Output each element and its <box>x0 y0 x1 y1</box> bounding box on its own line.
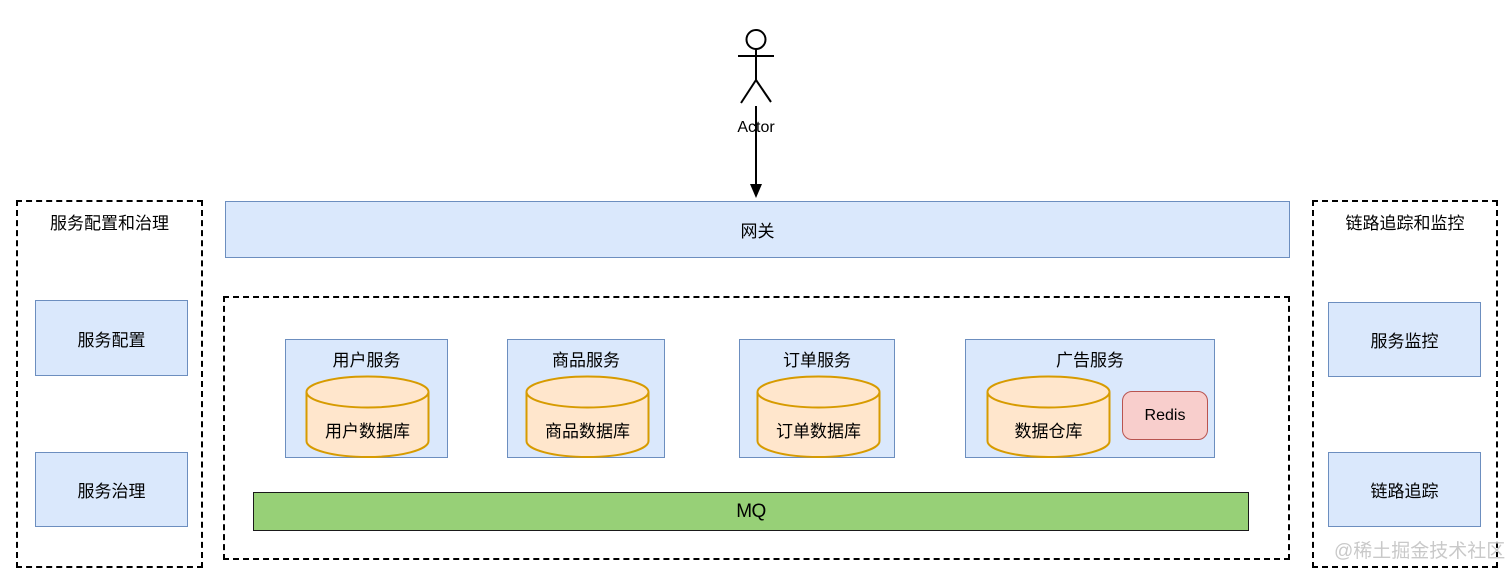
service-box-ad-title: 广告服务 <box>1056 351 1124 370</box>
service-box-user: 用户服务 用户数据库 <box>285 339 448 458</box>
database-label-product: 商品数据库 <box>545 422 630 441</box>
node-service-governance: 服务治理 <box>35 452 188 527</box>
node-link-tracing-label: 链路追踪 <box>1370 482 1439 501</box>
panel-tracing-monitoring: 链路追踪和监控 服务监控 链路追踪 <box>1312 200 1498 568</box>
service-box-order-title: 订单服务 <box>783 351 851 370</box>
panel-services: 用户服务 用户数据库 商品服务 商品数据库 订单服务 订单数据库 <box>223 296 1290 560</box>
database-label-order: 订单数据库 <box>776 422 861 441</box>
node-service-monitoring-label: 服务监控 <box>1370 332 1439 351</box>
database-cylinder-product: 商品数据库 <box>525 375 650 458</box>
actor-label: Actor <box>737 119 775 136</box>
actor-to-gateway-arrow <box>750 106 762 198</box>
service-box-user-title: 用户服务 <box>332 351 401 370</box>
database-label-user: 用户数据库 <box>325 422 410 441</box>
database-cylinder-warehouse: 数据仓库 <box>986 375 1111 458</box>
service-box-product: 商品服务 商品数据库 <box>507 339 665 458</box>
node-redis: Redis <box>1122 391 1208 440</box>
database-label-warehouse: 数据仓库 <box>1015 422 1083 441</box>
watermark: @稀土掘金技术社区 <box>1334 541 1506 562</box>
node-link-tracing: 链路追踪 <box>1328 452 1481 527</box>
service-box-product-title: 商品服务 <box>552 351 620 370</box>
database-cylinder-order: 订单数据库 <box>756 375 881 458</box>
actor-icon <box>738 29 774 104</box>
panel-tracing-monitoring-title: 链路追踪和监控 <box>1345 214 1465 233</box>
gateway-label: 网关 <box>740 222 775 241</box>
node-service-monitoring: 服务监控 <box>1328 302 1481 377</box>
gateway-node: 网关 <box>225 201 1290 258</box>
node-service-config: 服务配置 <box>35 300 188 376</box>
panel-config-governance-title: 服务配置和治理 <box>50 214 169 233</box>
node-redis-label: Redis <box>1144 406 1186 424</box>
actor-figure: Actor <box>737 29 775 198</box>
service-box-ad: 广告服务 数据仓库 Redis <box>965 339 1215 458</box>
panel-config-governance: 服务配置和治理 服务配置 服务治理 <box>16 200 203 568</box>
node-service-governance-label: 服务治理 <box>77 482 146 501</box>
mq-label: MQ <box>736 500 766 522</box>
node-service-config-label: 服务配置 <box>77 330 146 350</box>
service-box-order: 订单服务 订单数据库 <box>739 339 895 458</box>
mq-bar: MQ <box>253 492 1249 531</box>
database-cylinder-user: 用户数据库 <box>305 375 430 458</box>
